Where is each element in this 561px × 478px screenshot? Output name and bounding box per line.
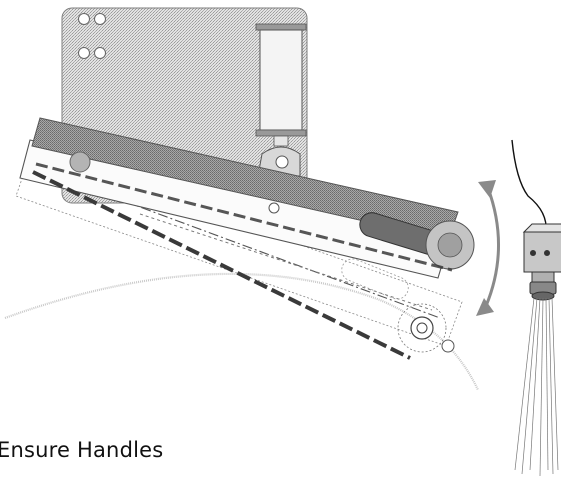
roller-arc — [4, 272, 479, 391]
curved-double-arrow-icon — [476, 180, 500, 316]
arm-pivot-left — [69, 151, 91, 173]
screw-hole — [94, 47, 106, 59]
screw-hole — [94, 13, 106, 25]
pivot-pin — [275, 155, 289, 169]
lower-pulley — [341, 258, 455, 353]
screw-hole — [78, 47, 90, 59]
screw-hole — [78, 13, 90, 25]
motion-path-dashes — [32, 162, 453, 360]
caption-text: Ensure Handles — [0, 438, 164, 462]
camera-icon — [511, 139, 561, 301]
arm-pivot-mid — [268, 202, 280, 214]
camera-light-beam — [514, 297, 559, 477]
alternate-arm-outline — [15, 149, 463, 347]
actuator-cylinder — [255, 23, 307, 147]
camera-cable — [511, 139, 547, 233]
